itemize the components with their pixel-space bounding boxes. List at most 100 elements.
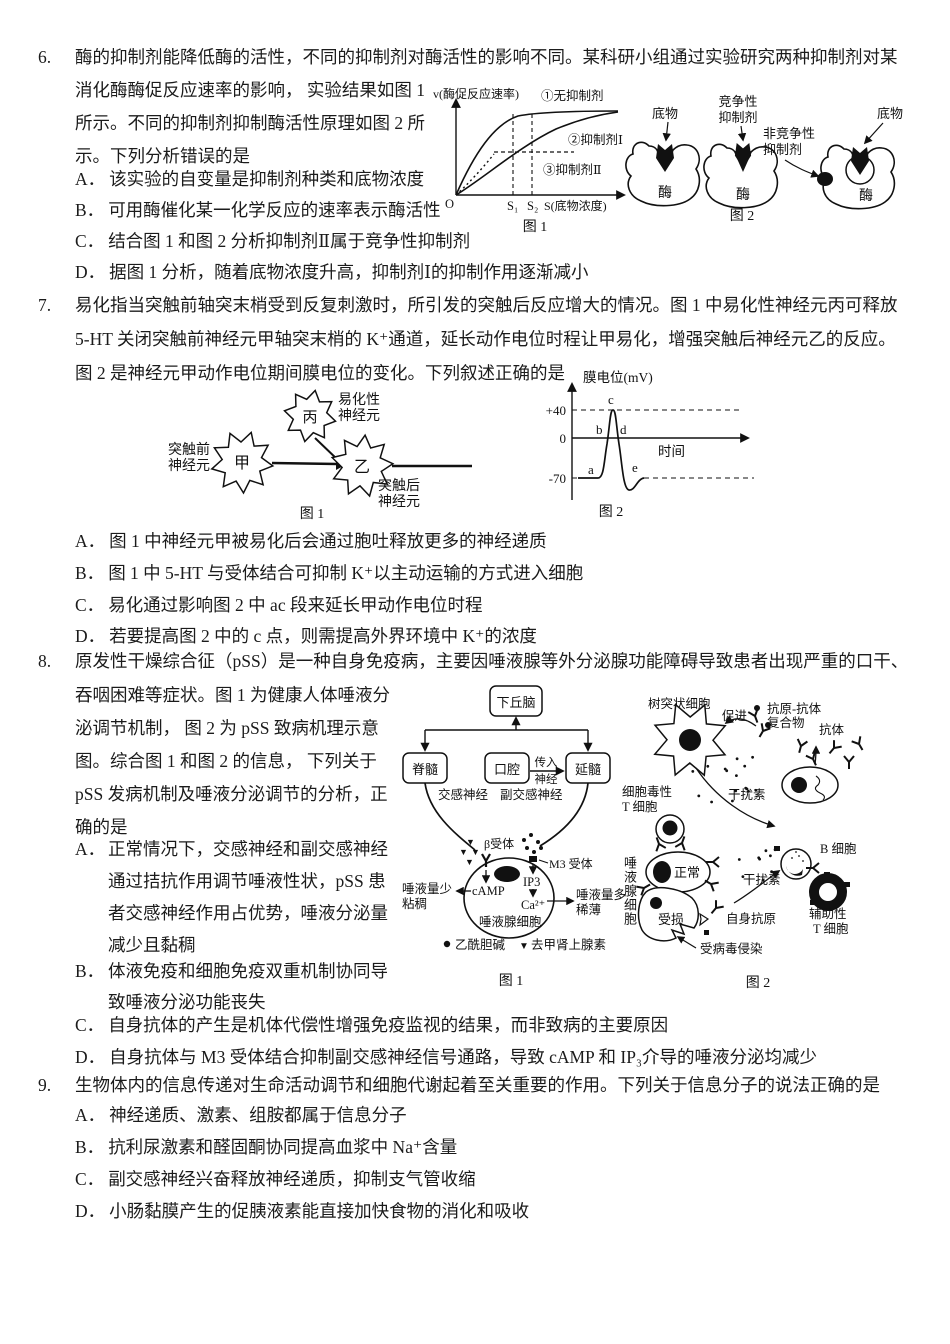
enzyme-label: 酶 xyxy=(859,188,873,204)
q8-text-line: 泌调节机制， 图 2 为 pSS 致病机理示意 xyxy=(75,718,379,738)
option-text: 自身抗体的产生是机体代偿性增强免疫监视的结果，而非致病的主要原因 xyxy=(108,1015,669,1035)
helper-t-cell-label: T 细胞 xyxy=(813,922,849,936)
cytotoxic-t-cell xyxy=(650,814,691,853)
substrate-label: 底物 xyxy=(877,106,903,121)
q8-option-b-label: B． xyxy=(75,961,105,981)
option-text: 小肠黏膜产生的促胰液素能直接加快食物的消化和吸收 xyxy=(109,1201,530,1221)
norepinephrine-legend: 去甲肾上腺素 xyxy=(531,938,606,952)
option-text: 副交感神经兴奋释放神经递质，抑制支气管收缩 xyxy=(108,1169,476,1189)
q9-option-b: B．抗利尿激素和醛固酮协同提高血浆中 Na⁺含量 xyxy=(75,1136,457,1158)
q7-option-d: D．若要提高图 2 中的 c 点，则需提高外界环境中 K⁺的浓度 xyxy=(75,625,537,647)
q6-option-a: A．该实验的自变量是抑制剂种类和底物浓度 xyxy=(75,168,424,190)
option-text: 结合图 1 和图 2 分析抑制剂Ⅱ属于竞争性抑制剂 xyxy=(108,231,471,251)
option-text: 图 1 中神经元甲被易化后会通过胞吐释放更多的神经递质 xyxy=(109,531,547,551)
q8-option-d: D．自身抗体与 M3 受体结合抑制副交感神经信号通路，导致 cAMP 和 IP₃… xyxy=(75,1046,817,1068)
interferon-label: 干扰素 xyxy=(743,873,781,887)
q6-text-line: 示。下列分析错误的是 xyxy=(75,146,250,166)
nucleus xyxy=(679,729,701,751)
point-e: e xyxy=(632,460,638,475)
q8-option-b-line: 致唾液分泌功能丧失 xyxy=(108,992,266,1012)
m3-receptor-label: M3 受体 xyxy=(549,857,593,871)
q9-text-line: 生物体内的信息传递对生命活动调节和细胞代谢起着至关重要的作用。下列关于信息分子的… xyxy=(75,1075,880,1095)
option-text: 若要提高图 2 中的 c 点，则需提高外界环境中 K⁺的浓度 xyxy=(109,626,537,646)
option-text: 图 1 中 5-HT 与受体结合可抑制 K⁺以主动运输的方式进入细胞 xyxy=(108,563,584,583)
ip3-label: IP3 xyxy=(523,875,540,889)
q7-option-a: A．图 1 中神经元甲被易化后会通过胞吐释放更多的神经递质 xyxy=(75,530,547,552)
damaged-gland-cell xyxy=(637,886,725,942)
presynaptic-label: 神经元 xyxy=(168,458,210,474)
q7-figure1-neuron-diagram: 丙 甲 乙 易化性 神经元 突触前 神经元 突触后 神经元 图 1 xyxy=(168,389,472,522)
curve-inhibitor-1 xyxy=(455,111,619,196)
q6-number: 6. xyxy=(38,47,52,67)
option-label: C． xyxy=(75,1015,105,1035)
curve-no-inhibitor xyxy=(455,110,619,196)
x-axis-label: 时间 xyxy=(658,444,685,459)
figure-caption: 图 2 xyxy=(599,505,624,520)
normal-cell-label: 正常 xyxy=(674,865,700,880)
virus-infection-label: 受病毒侵染 xyxy=(700,941,763,956)
q9-number: 9. xyxy=(38,1075,52,1095)
cell-label: 唾液腺细胞 xyxy=(479,914,542,929)
nucleus xyxy=(494,866,520,882)
option-label: D． xyxy=(75,1201,106,1221)
q8-option-a-line: 者交感神经作用占优势，唾液分泌量 xyxy=(108,903,388,923)
option-label: D． xyxy=(75,626,106,646)
enzyme-label: 酶 xyxy=(736,187,750,203)
point-b: b xyxy=(596,422,603,437)
sympathetic-nerve-path xyxy=(424,782,476,851)
presynaptic-label: 突触前 xyxy=(168,441,210,458)
interferon-dots xyxy=(691,755,758,804)
option-label: A． xyxy=(75,531,106,551)
q7-text-line: 5-HT 关闭突触前神经元甲轴突末梢的 K⁺通道，延长动作电位时程让甲易化，增强… xyxy=(75,329,896,349)
parasympathetic-label: 副交感神经 xyxy=(500,787,563,802)
norepinephrine-icon: ▼ xyxy=(459,847,468,857)
antigen-antibody-complex-label: 复合物 xyxy=(767,715,805,730)
curve-inhibitor-2 xyxy=(455,153,495,196)
option-text: 该实验的自变量是抑制剂种类和底物浓度 xyxy=(109,169,425,189)
y-axis-label: v(酶促反应速率) xyxy=(433,86,519,101)
option-text: 抗利尿激素和醛固酮协同提高血浆中 Na⁺含量 xyxy=(108,1137,458,1157)
medulla-box: 延髓 xyxy=(575,762,601,777)
legend-no-inhibitor: ①无抑制剂 xyxy=(541,88,604,103)
option-label: B． xyxy=(75,200,105,220)
enzyme-label: 酶 xyxy=(658,185,672,201)
postsynaptic-neuron-shape xyxy=(330,433,395,498)
enzyme-with-noncompetitive-inhibitor xyxy=(817,144,896,210)
figure-caption: 图 1 xyxy=(523,220,548,235)
beta-receptor-label: β受体 xyxy=(484,837,514,851)
neuron-a-label: 甲 xyxy=(234,455,250,472)
q6-option-b: B．可用酶催化某一化学反应的速率表示酶活性 xyxy=(75,199,441,221)
saliva-more-label: 稀薄 xyxy=(576,902,601,917)
antigen-antibody-complex-label: 抗原-抗体 xyxy=(767,701,822,716)
option-label: A． xyxy=(75,169,106,189)
option-label: B． xyxy=(75,563,105,583)
q6-text-line: 消化酶酶促反应速率的影响， 实验结果如图 1 xyxy=(75,80,425,100)
tick-minus70: -70 xyxy=(549,471,566,486)
figure-caption: 图 2 xyxy=(730,209,755,224)
acetylcholine-dot-icon xyxy=(443,940,451,948)
q7-number: 7. xyxy=(38,295,52,315)
saliva-less-label: 粘稠 xyxy=(402,896,427,911)
s2-tick: S₂ xyxy=(527,199,538,213)
q6-figure1-enzyme-rate-chart: v(酶促反应速率) ①无抑制剂 ②抑制剂Ⅰ ③抑制剂Ⅱ O S₁ S₂ S(底物… xyxy=(433,86,626,235)
q6-figure2-inhibitor-diagram: 底物 竞争性 抑制剂 非竞争性 抑制剂 底物 酶 酶 酶 图 2 xyxy=(625,94,903,224)
substrate-label: 底物 xyxy=(652,106,678,121)
option-text: 据图 1 分析，随着底物浓度升高，抑制剂Ⅰ的抑制作用逐渐减小 xyxy=(109,262,589,282)
beta-receptor-icon xyxy=(481,853,491,867)
noncompetitive-inhibitor-label: 抑制剂 xyxy=(763,142,802,157)
damaged-cell-label: 受损 xyxy=(658,912,684,927)
figure-caption: 图 1 xyxy=(300,507,325,522)
q8-option-c: C．自身抗体的产生是机体代偿性增强免疫监视的结果，而非致病的主要原因 xyxy=(75,1014,668,1036)
presynaptic-neuron-shape xyxy=(210,430,275,495)
q8-option-a-line: 通过拮抗作用调节唾液性状，pSS 患 xyxy=(108,871,386,891)
q6-option-d: D．据图 1 分析，随着底物浓度升高，抑制剂Ⅰ的抑制作用逐渐减小 xyxy=(75,261,589,283)
figure-caption: 图 2 xyxy=(746,976,771,991)
facilitating-neuron-label: 易化性 xyxy=(338,392,380,408)
norepinephrine-icon: ▼ xyxy=(465,857,474,867)
q9-option-c: C．副交感神经兴奋释放神经递质，抑制支气管收缩 xyxy=(75,1168,476,1190)
b-cell xyxy=(774,846,820,880)
q8-option-a-line: 减少且黏稠 xyxy=(108,935,196,955)
antibody-label: 抗体 xyxy=(819,722,845,737)
x-axis-label: S(底物浓度) xyxy=(544,198,607,213)
afferent-nerve-label: 传入 xyxy=(535,755,558,769)
